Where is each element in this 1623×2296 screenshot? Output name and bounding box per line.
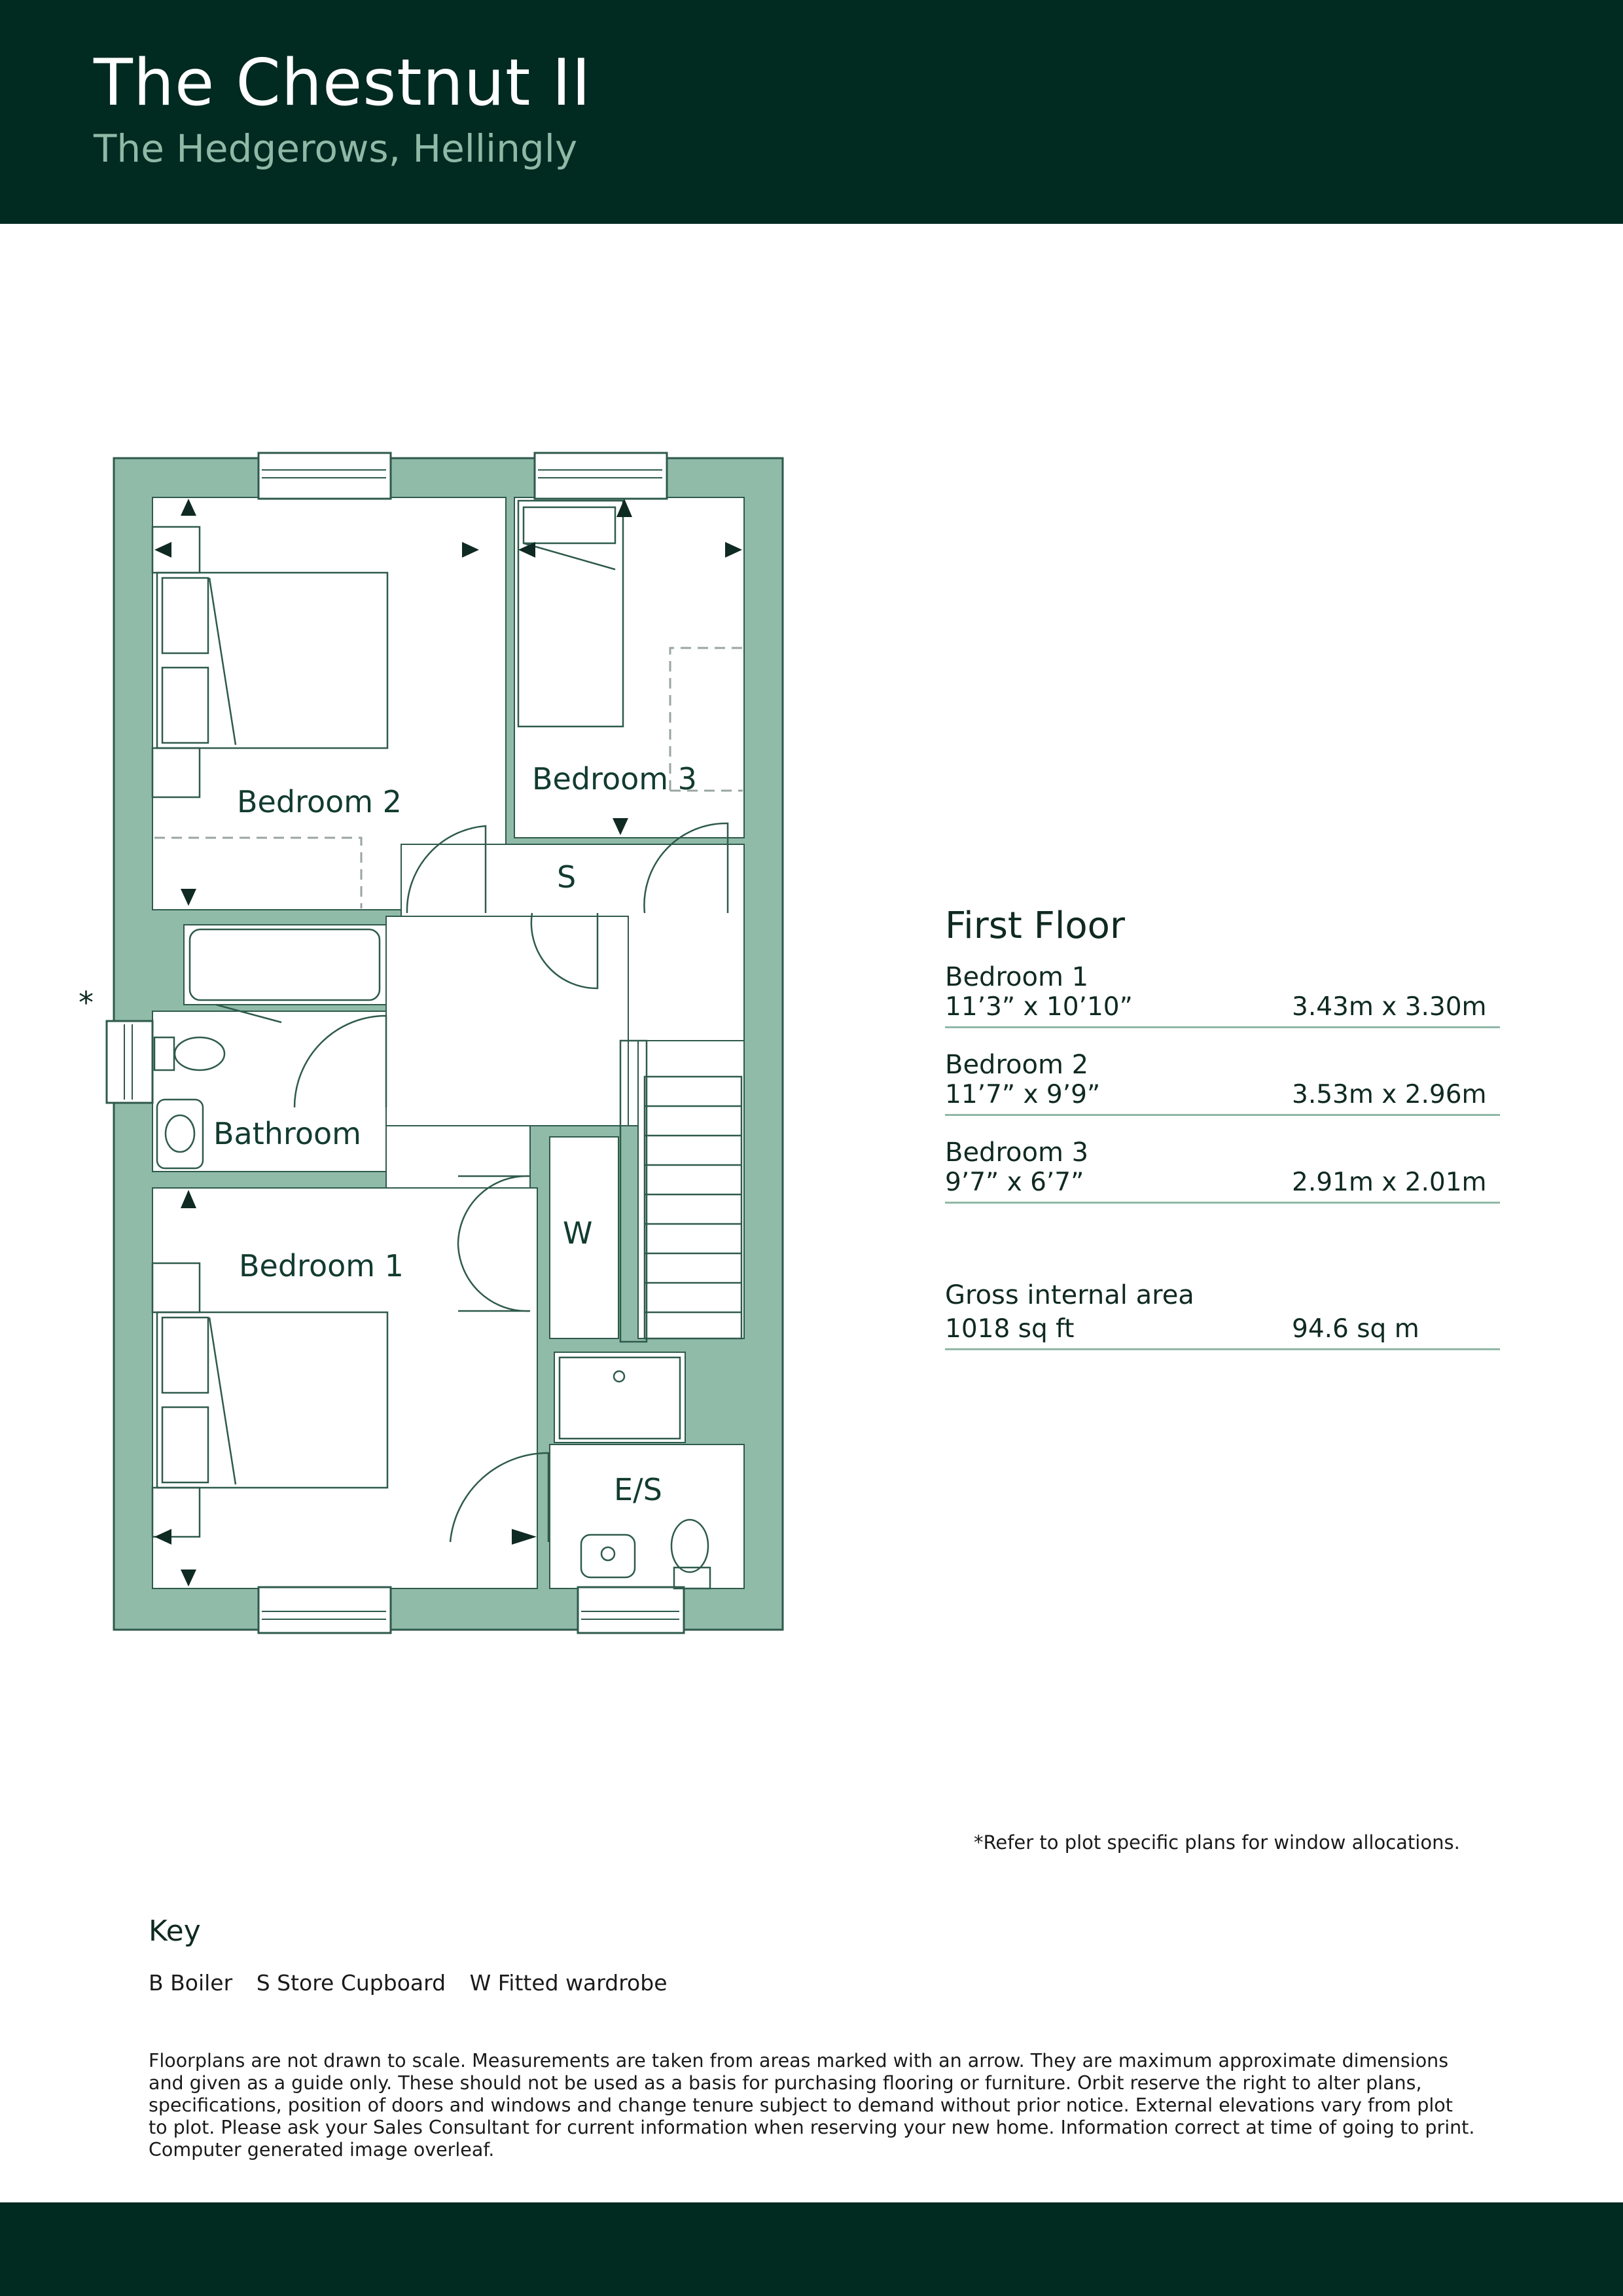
spec-gross-internal-area: Gross internal area 1018 sq ft 94.6 sq m <box>945 1280 1500 1350</box>
wardrobe-floor <box>549 1136 619 1339</box>
key-item-store: S Store Cupboard <box>257 1970 446 1996</box>
gia-values: 1018 sq ft 94.6 sq m <box>945 1314 1500 1348</box>
spec-imperial: 11’7” x 9’9” <box>945 1080 1101 1109</box>
gia-label: Gross internal area <box>945 1280 1194 1310</box>
room-label-bedroom-3: Bedroom 3 <box>532 761 697 797</box>
room-label-wardrobe: W <box>563 1215 592 1251</box>
window-ensuite <box>577 1586 685 1634</box>
window-marker: * <box>79 985 94 1020</box>
room-label-bedroom-1: Bedroom 1 <box>239 1248 404 1283</box>
window-bed1 <box>257 1586 392 1634</box>
spec-room-name: Bedroom 3 <box>945 1138 1089 1168</box>
room-label-bedroom-2: Bedroom 2 <box>237 784 402 819</box>
key-item-boiler: B Boiler <box>149 1970 232 1996</box>
spec-divider <box>945 1348 1500 1350</box>
spec-room-name: Bedroom 2 <box>945 1050 1089 1080</box>
key-list: B Boiler S Store Cupboard W Fitted wardr… <box>149 1970 685 1996</box>
disclaimer: Floorplans are not drawn to scale. Measu… <box>149 2050 1475 2161</box>
spec-dimensions: 11’3” x 10’10” 3.43m x 3.30m <box>945 992 1500 1026</box>
window-bed2 <box>257 452 392 500</box>
spec-imperial: 11’3” x 10’10” <box>945 992 1133 1022</box>
spec-bedroom-2: Bedroom 2 11’7” x 9’9” 3.53m x 2.96m <box>945 1050 1500 1116</box>
spec-room-name: Bedroom 1 <box>945 962 1089 992</box>
key-label: Boiler <box>170 1970 233 1996</box>
page-subtitle: The Hedgerows, Hellingly <box>94 126 578 171</box>
landing-floor-lower <box>385 916 629 1126</box>
spec-divider <box>945 1026 1500 1028</box>
spec-bedroom-3: Bedroom 3 9’7” x 6’7” 2.91m x 2.01m <box>945 1138 1500 1204</box>
key-title: Key <box>149 1914 201 1948</box>
spec-bedroom-1: Bedroom 1 11’3” x 10’10” 3.43m x 3.30m <box>945 962 1500 1028</box>
spec-metric: 3.43m x 3.30m <box>1292 992 1487 1022</box>
key-letter: S <box>256 1970 270 1996</box>
shower-floor <box>554 1352 686 1443</box>
spec-metric: 2.91m x 2.01m <box>1292 1168 1487 1197</box>
header-band: The Chestnut II The Hedgerows, Hellingly <box>0 0 1623 224</box>
room-label-bathroom: Bathroom <box>213 1116 361 1151</box>
page-title: The Chestnut II <box>94 46 592 120</box>
window-bed3 <box>533 452 668 500</box>
spec-imperial: 9’7” x 6’7” <box>945 1168 1084 1197</box>
gia-imperial: 1018 sq ft <box>945 1314 1075 1344</box>
footer-band <box>0 2202 1623 2296</box>
key-item-wardrobe: W Fitted wardrobe <box>470 1970 668 1996</box>
spec-divider <box>945 1202 1500 1204</box>
floor-heading: First Floor <box>945 905 1125 947</box>
ensuite-floor <box>549 1444 745 1589</box>
spec-divider <box>945 1114 1500 1116</box>
room-label-store: S <box>557 859 576 895</box>
room-label-ensuite: E/S <box>614 1472 662 1507</box>
window-note: *Refer to plot specific plans for window… <box>974 1831 1460 1854</box>
spec-dimensions: 11’7” x 9’9” 3.53m x 2.96m <box>945 1080 1500 1114</box>
spec-metric: 3.53m x 2.96m <box>1292 1080 1487 1109</box>
bedroom-1-floor <box>152 1187 538 1589</box>
gia-metric: 94.6 sq m <box>1292 1314 1419 1344</box>
window-bathroom <box>105 1020 154 1104</box>
bath-floor <box>183 924 387 1005</box>
bedroom-3-floor <box>514 497 745 838</box>
key-letter: W <box>469 1970 491 1996</box>
stair-floor <box>637 1040 745 1339</box>
spec-dimensions: 9’7” x 6’7” 2.91m x 2.01m <box>945 1168 1500 1202</box>
key-letter: B <box>149 1970 164 1996</box>
bedroom-2-floor <box>152 497 507 910</box>
key-label: Store Cupboard <box>277 1970 446 1996</box>
key-label: Fitted wardrobe <box>497 1970 668 1996</box>
